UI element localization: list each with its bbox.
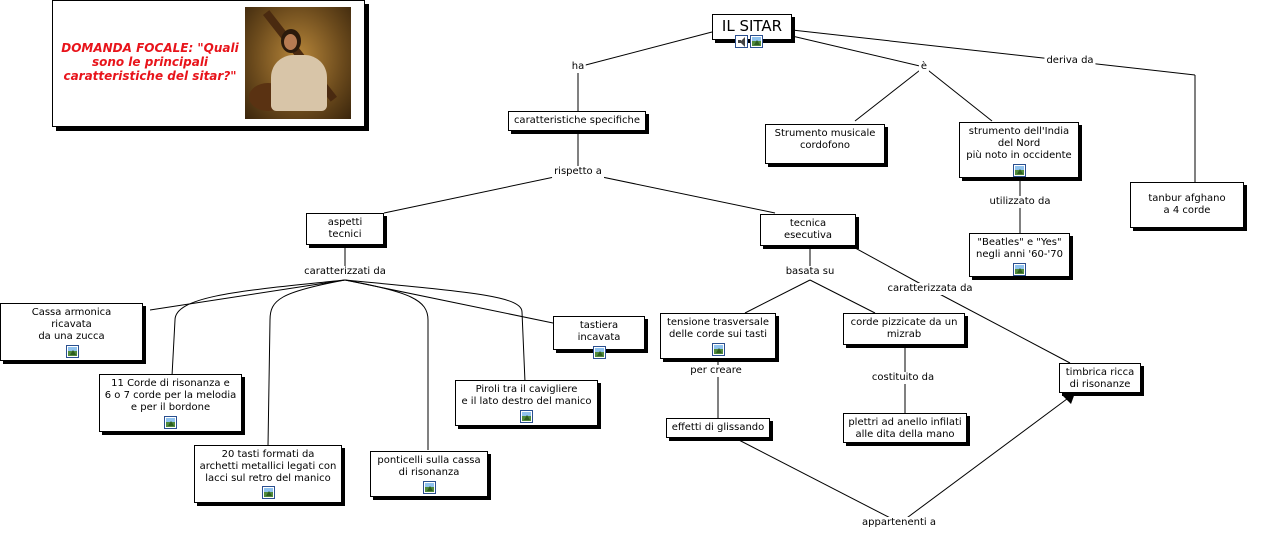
link-label-caratterizzati-da: caratterizzati da — [302, 266, 388, 278]
concept-ponticelli[interactable]: ponticelli sulla cassa di risonanza — [370, 451, 488, 497]
image-icon[interactable] — [164, 416, 177, 429]
link-label-basata-su: basata su — [783, 266, 837, 278]
focal-question-panel: DOMANDA FOCALE: "Quali sono le principal… — [52, 0, 365, 127]
link-label-ha: ha — [569, 61, 587, 73]
concept-beatles-yes[interactable]: "Beatles" e "Yes" negli anni '60-'70 — [969, 233, 1070, 277]
concept-strumento-india[interactable]: strumento dell'India del Nord più noto i… — [959, 122, 1079, 178]
speaker-icon[interactable] — [735, 35, 748, 48]
image-icon[interactable] — [520, 410, 533, 423]
image-icon[interactable] — [711, 343, 725, 356]
concept-corde-risonanza[interactable]: 11 Corde di risonanza e 6 o 7 corde per … — [99, 374, 242, 432]
concept-caratteristiche-specifiche[interactable]: caratteristiche specifiche — [508, 111, 646, 131]
image-icon[interactable] — [592, 346, 606, 359]
image-icon[interactable] — [1013, 263, 1026, 276]
link-label-e: è — [918, 61, 930, 73]
concept-piroli[interactable]: Piroli tra il cavigliere e il lato destr… — [455, 380, 598, 426]
concept-timbrica[interactable]: timbrica ricca di risonanze — [1059, 363, 1141, 393]
image-icon[interactable] — [261, 486, 275, 499]
concept-tasti[interactable]: 20 tasti formati da archetti metallici l… — [194, 445, 342, 503]
concept-tastiera-incavata[interactable]: tastiera incavata — [553, 316, 645, 359]
link-label-rispetto-a: rispetto a — [552, 166, 604, 178]
concept-corde-pizzicate[interactable]: corde pizzicate da un mizrab — [843, 313, 965, 345]
link-label-caratterizzata-da: caratterizzata da — [885, 283, 975, 295]
image-icon[interactable] — [1012, 164, 1026, 177]
concept-plettri[interactable]: plettri ad anello infilati alle dita del… — [843, 413, 967, 443]
link-label-deriva-da: deriva da — [1044, 55, 1096, 67]
root-concept-label: IL SITAR — [721, 17, 783, 35]
concept-tanbur-afghano[interactable]: tanbur afghano a 4 corde — [1130, 182, 1244, 228]
link-label-per-creare: per creare — [688, 365, 744, 377]
focal-question-text: DOMANDA FOCALE: "Quali sono le principal… — [61, 41, 239, 83]
concept-cassa-armonica[interactable]: Cassa armonica ricavata da una zucca — [0, 303, 143, 361]
concept-tecnica-esecutiva[interactable]: tecnica esecutiva — [760, 214, 856, 246]
link-label-costituito-da: costituito da — [869, 372, 937, 384]
concept-aspetti-tecnici[interactable]: aspetti tecnici — [306, 213, 384, 245]
concept-tensione-trasversale[interactable]: tensione trasversale delle corde sui tas… — [660, 313, 776, 359]
image-icon[interactable] — [750, 35, 763, 48]
image-icon[interactable] — [422, 481, 436, 494]
concept-effetti-glissando[interactable]: effetti di glissando — [666, 418, 770, 438]
link-label-appartenenti-a: appartenenti a — [860, 517, 938, 529]
link-label-utilizzato-da: utilizzato da — [987, 196, 1053, 208]
image-icon[interactable] — [66, 345, 79, 358]
sitar-player-photo — [245, 7, 351, 119]
concept-strumento-musicale[interactable]: Strumento musicale cordofono — [765, 124, 885, 164]
